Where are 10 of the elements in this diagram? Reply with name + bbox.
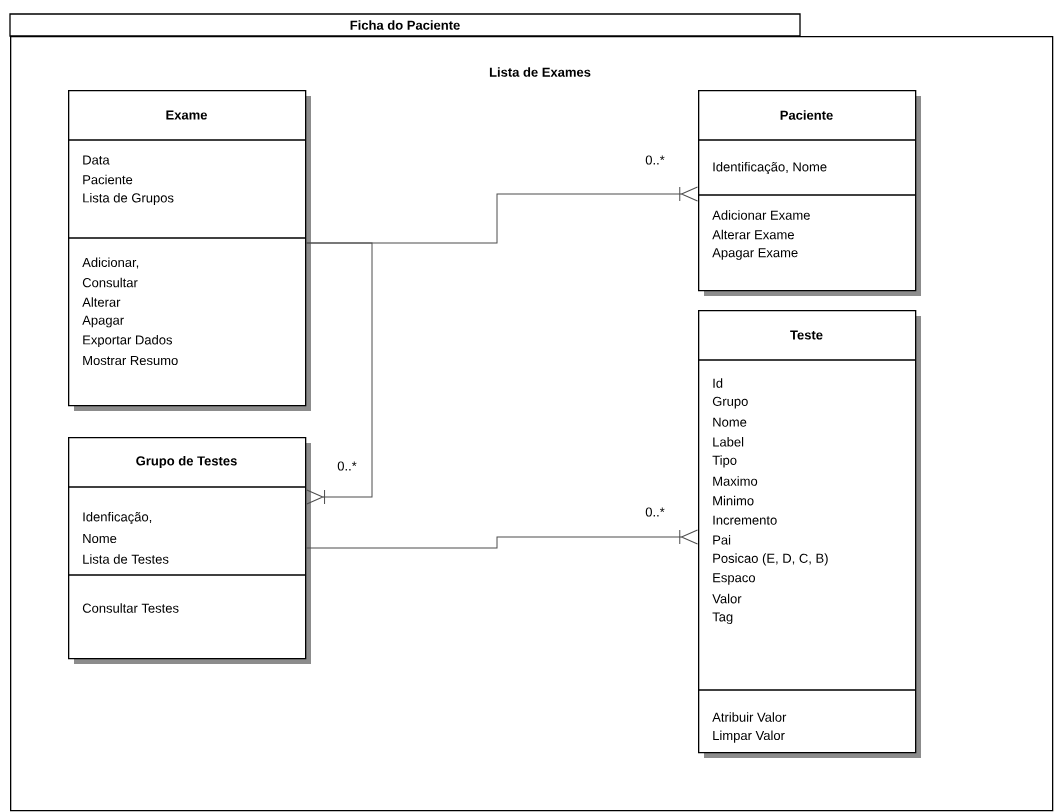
connector — [305, 529, 698, 549]
class-box: Teste Id Grupo Nome Label Tipo Maximo Minimo Incremento Pai Posicao (E, D, C, B) Espaco Valor Tag Atribuir Valor Limpar Valor — [697, 310, 921, 758]
multiplicity-label: 0..* — [644, 154, 666, 166]
multiplicity-label: 0..* — [336, 460, 358, 472]
multiplicity-label: 0..* — [644, 506, 666, 518]
connector — [305, 242, 373, 505]
class-box: Paciente Identificação, Nome Adicionar Exame Alterar Exame Apagar Exame — [697, 90, 921, 296]
node-label: Ficha do Paciente — [350, 20, 460, 30]
class-box: Exame Data Paciente Lista de Grupos Adicionar, Consultar Alterar Apagar Exportar Dados Mostrar Resumo — [67, 90, 311, 411]
class-box: Grupo de Testes Idenficação, Nome Lista de Testes Consultar Testes — [67, 437, 311, 664]
